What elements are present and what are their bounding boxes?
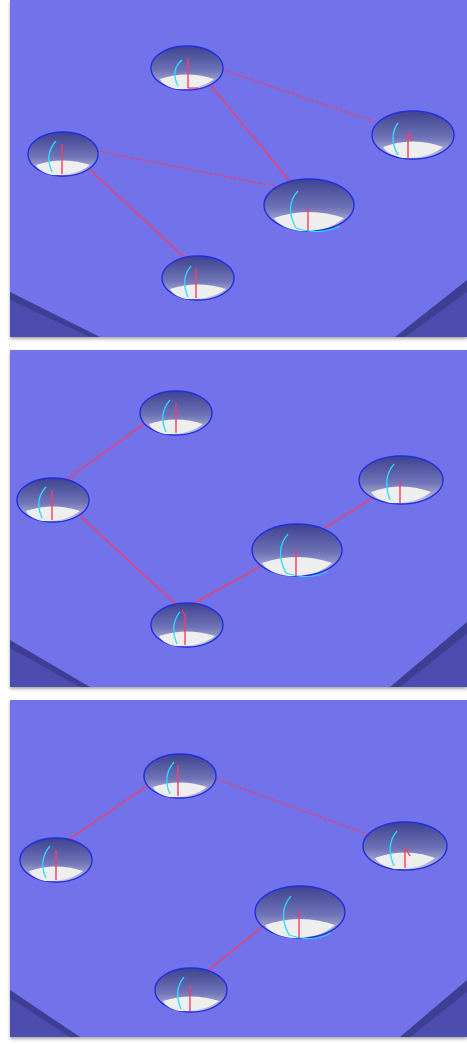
- panel-1: [10, 0, 467, 337]
- hole: [16, 477, 90, 523]
- plate-surface: [10, 350, 467, 687]
- hole: [358, 455, 444, 505]
- hole: [150, 602, 224, 648]
- panel-2: [10, 350, 467, 687]
- hole: [143, 753, 217, 799]
- hole: [362, 821, 448, 871]
- hole: [150, 45, 224, 91]
- panel-3: [10, 700, 467, 1037]
- hole: [254, 885, 346, 939]
- hole: [251, 523, 343, 577]
- hole: [19, 837, 93, 883]
- hole: [371, 110, 455, 160]
- drilling-view-2: [10, 350, 467, 687]
- hole: [154, 967, 228, 1013]
- hole: [27, 131, 99, 177]
- drilling-view-1: [10, 0, 467, 337]
- hole: [139, 390, 213, 436]
- hole: [161, 255, 235, 301]
- hole: [263, 178, 355, 232]
- drilling-view-3: [10, 700, 467, 1037]
